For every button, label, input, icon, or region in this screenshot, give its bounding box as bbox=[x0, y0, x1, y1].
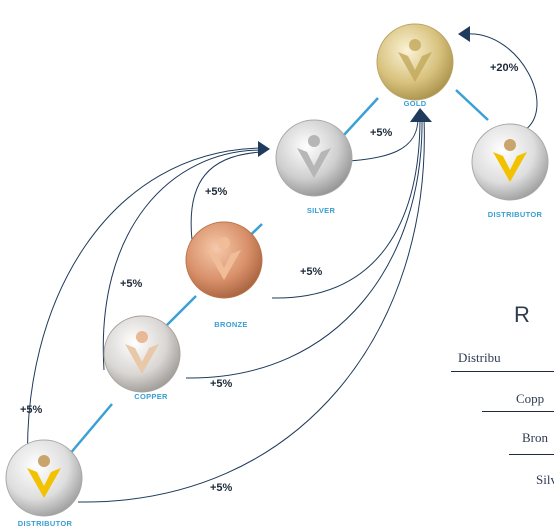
pct-bronze-to-silver: +5% bbox=[205, 186, 228, 198]
table-divider bbox=[509, 454, 554, 455]
arrowhead-gold-top bbox=[458, 26, 470, 42]
arrowhead-gold bbox=[410, 108, 432, 122]
medal-copper bbox=[103, 315, 181, 393]
medal-gold bbox=[376, 23, 454, 101]
table-title: R bbox=[514, 302, 531, 327]
arrowhead-silver bbox=[258, 141, 270, 157]
pct-distributor-to-gold: +5% bbox=[210, 482, 233, 494]
pct-copper-to-silver: +5% bbox=[120, 278, 143, 290]
medal-bronze bbox=[185, 221, 263, 299]
pct-copper-to-gold: +5% bbox=[210, 378, 233, 390]
medal-silver bbox=[275, 119, 353, 197]
medal-distributor-right bbox=[471, 123, 549, 201]
pct-silver-to-gold: +5% bbox=[370, 127, 393, 139]
pct-bronze-to-gold: +5% bbox=[300, 266, 323, 278]
table-row-bronze: Bron bbox=[522, 430, 548, 445]
label-bronze: BRONZE bbox=[214, 320, 248, 329]
table-divider bbox=[451, 371, 554, 372]
pct-distributor-to-silver: +5% bbox=[20, 404, 43, 416]
table-divider bbox=[482, 411, 554, 412]
label-distributor-bottom: DISTRIBUTOR bbox=[17, 519, 73, 528]
label-gold: GOLD bbox=[403, 99, 427, 108]
progression-arrows bbox=[27, 33, 538, 503]
table-row-copper: Copp bbox=[516, 391, 545, 406]
label-silver: SILVER bbox=[306, 206, 336, 215]
label-copper: COPPER bbox=[134, 392, 168, 401]
pct-distributor-to-gold: +20% bbox=[490, 62, 519, 74]
label-distributor-right: DISTRIBUTOR bbox=[487, 210, 543, 219]
table-row-silver: Silv bbox=[536, 472, 554, 487]
table-row-distributor: Distribu bbox=[458, 350, 501, 365]
medal-distributor-bottom bbox=[5, 439, 83, 517]
